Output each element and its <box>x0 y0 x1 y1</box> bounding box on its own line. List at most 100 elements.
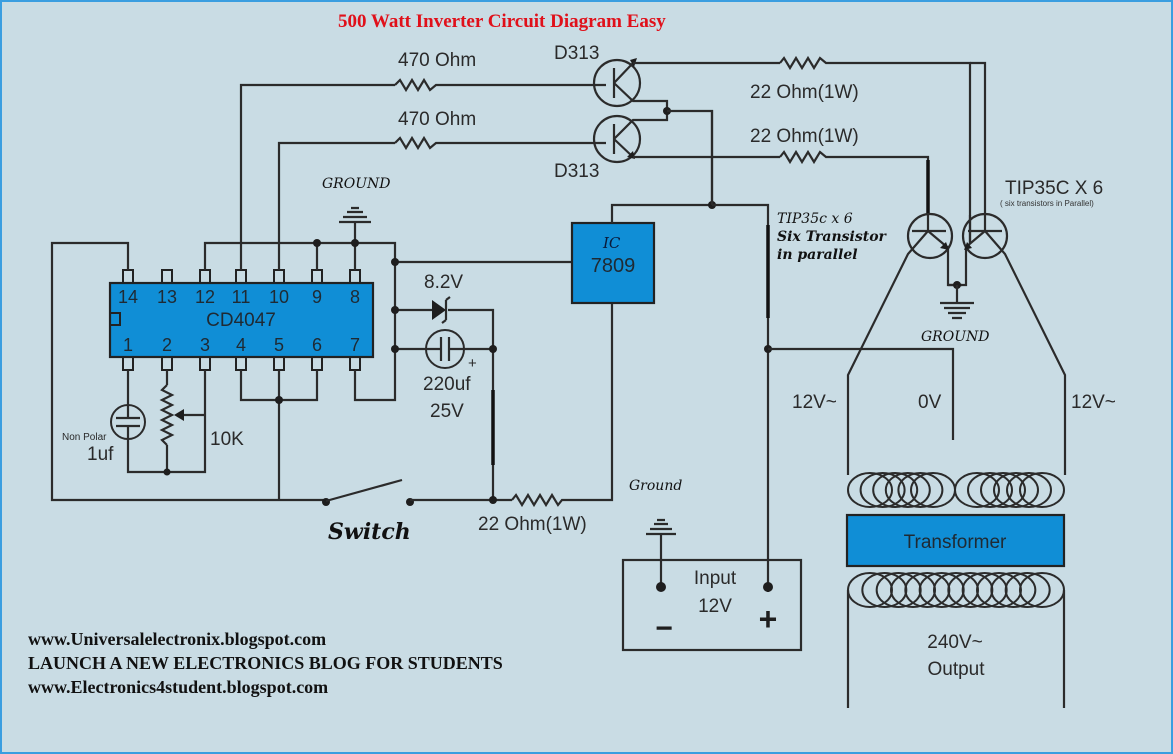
footer-line-1: www.Universalelectronix.blogspot.com <box>28 629 326 649</box>
ground-label-top: GROUND <box>322 176 390 192</box>
zener-label: 8.2V <box>424 272 463 293</box>
pot-label: 10K <box>210 429 244 450</box>
pin-number: 10 <box>269 287 289 307</box>
junction <box>489 345 497 353</box>
emitter-resistor-bottom <box>779 149 930 170</box>
junction <box>391 306 399 314</box>
coil-loop <box>872 472 919 508</box>
regulator-label: 7809 <box>591 255 636 277</box>
pin-number: 1 <box>123 335 133 355</box>
pin-number: 12 <box>195 287 215 307</box>
emitter-resistor-top-label: 22 Ohm(1W) <box>750 82 859 103</box>
driver-top-label: D313 <box>554 43 599 64</box>
coil-loop <box>884 472 931 508</box>
negative-terminal[interactable] <box>656 582 666 592</box>
ic-pin <box>161 356 173 371</box>
coil-loop <box>859 472 906 508</box>
ground-icon <box>646 518 676 536</box>
minus-sign: − <box>655 612 673 645</box>
wire-pins-8-9 <box>315 243 357 270</box>
junction <box>163 468 171 476</box>
coil-loop <box>1004 572 1051 608</box>
ic-pin <box>122 269 134 284</box>
ground-icon <box>339 206 371 224</box>
junction <box>275 396 283 404</box>
power-note-line1: TIP35c x 6 <box>777 211 853 227</box>
ic-pin <box>199 356 211 371</box>
power-transistor-left <box>846 212 962 475</box>
pin-number: 11 <box>232 287 251 307</box>
ic-pin <box>349 269 361 284</box>
pin-number: 8 <box>350 287 360 307</box>
timing-capacitor <box>110 404 146 440</box>
junction <box>489 496 497 504</box>
power-note-line2: Six Transistor <box>777 229 888 245</box>
potentiometer <box>159 384 205 446</box>
ic-pin <box>122 356 134 371</box>
junction <box>391 345 399 353</box>
plus-sign: + <box>759 601 778 637</box>
regulator-prefix: IC <box>602 234 621 252</box>
cap-value-label: 1uf <box>87 444 114 465</box>
primary-coil <box>847 472 1065 508</box>
output-voltage-label: 240V~ <box>927 632 982 653</box>
wire-zener <box>395 308 495 349</box>
wire-vcc-rail <box>203 241 397 402</box>
pin-number: 4 <box>236 335 246 355</box>
ground-icon <box>940 301 974 320</box>
transformer-label: Transformer <box>904 532 1007 553</box>
coil-loop <box>954 472 1000 508</box>
power-switch[interactable] <box>322 478 414 506</box>
ic-pin <box>161 269 173 284</box>
power-transistors-note: ( six transistors in Parallel) <box>1000 199 1094 208</box>
input-terminal-box <box>621 558 803 652</box>
pin-number: 6 <box>312 335 322 355</box>
emitter-resistor-top <box>779 55 972 243</box>
junction <box>313 239 321 247</box>
input-voltage: 12V <box>698 596 732 617</box>
cd4047-label: CD4047 <box>206 310 276 331</box>
tap-left-label: 12V~ <box>792 392 837 413</box>
ic-pin <box>311 269 323 284</box>
junction <box>391 258 399 266</box>
wire-collectors <box>667 109 714 205</box>
wire-capacitor <box>395 347 495 500</box>
pin-number: 13 <box>157 287 177 307</box>
driver-transistor-top <box>592 58 669 112</box>
coil-loop <box>980 472 1026 508</box>
ic-pin <box>235 269 247 284</box>
wire-center-tap <box>768 347 955 440</box>
wire-positive-rail <box>712 203 770 592</box>
wire-pins-4-5-6 <box>239 370 319 500</box>
ic-pin <box>235 356 247 371</box>
coil-loop <box>847 472 893 508</box>
diagram-title: 500 Watt Inverter Circuit Diagram Easy <box>338 11 666 32</box>
transformer-core: Transformer <box>845 513 1066 568</box>
driver-bottom-label: D313 <box>554 161 599 182</box>
coil-loop <box>990 572 1037 608</box>
ic-pin <box>349 356 361 371</box>
ic-pin <box>273 356 285 371</box>
emitter-resistor-bottom-label: 22 Ohm(1W) <box>750 126 859 147</box>
base-resistor-top <box>394 77 606 93</box>
footer-line-2: LAUNCH A NEW ELECTRONICS BLOG FOR STUDEN… <box>28 653 503 673</box>
wire-right-base <box>968 61 987 243</box>
base-resistor-bottom <box>394 135 606 151</box>
input-title: Input <box>694 568 737 589</box>
pin-number: 5 <box>274 335 284 355</box>
pin-number: 7 <box>350 335 360 355</box>
cap-voltage: 25V <box>430 401 464 422</box>
tap-right-label: 12V~ <box>1071 392 1116 413</box>
coil-loop <box>993 472 1039 508</box>
cap-plus-label: + <box>468 355 477 372</box>
positive-terminal[interactable] <box>763 582 773 592</box>
ground-label-right: GROUND <box>921 329 989 345</box>
secondary-coil <box>847 572 1065 608</box>
coil-loop <box>1019 472 1065 508</box>
tap-center-label: 0V <box>918 392 942 413</box>
pin-number: 3 <box>200 335 210 355</box>
cap-value: 220uf <box>423 374 471 395</box>
ground-label-input: Ground <box>629 478 682 494</box>
